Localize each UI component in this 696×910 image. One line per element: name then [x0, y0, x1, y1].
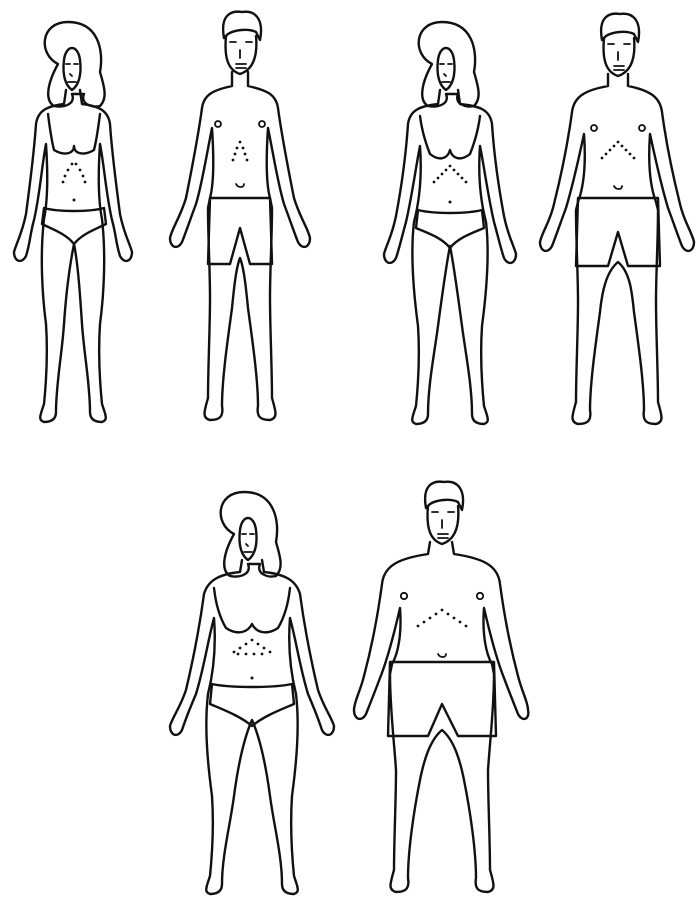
male-figure-medium	[538, 10, 696, 440]
male-figure-slim	[164, 8, 316, 438]
figure-pair-broad	[168, 478, 528, 910]
female-figure-broad	[168, 494, 344, 908]
female-figure-medium	[380, 24, 528, 444]
figure-pair-medium	[374, 0, 696, 450]
figure-pair-slim	[0, 0, 330, 450]
female-figure-slim	[8, 24, 148, 444]
male-figure-broad	[354, 478, 528, 908]
